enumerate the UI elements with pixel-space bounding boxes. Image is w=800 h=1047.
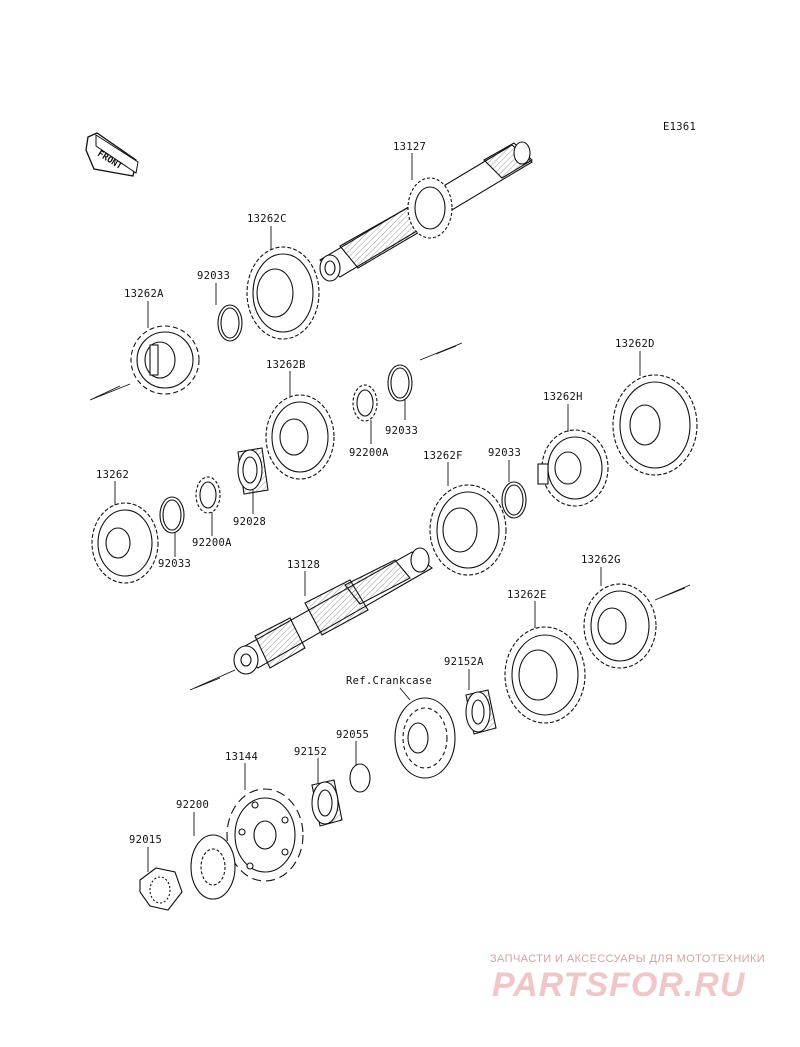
needle-bearing-92028: [237, 447, 269, 495]
part-label-13262: 13262: [96, 469, 129, 481]
washer-92200A-b: [195, 476, 221, 514]
collar-92152: [311, 779, 343, 827]
gear-13262: [91, 502, 159, 584]
reference-label: Ref.Crankcase: [346, 675, 432, 687]
part-label-13262E: 13262E: [507, 589, 547, 601]
gear-13262F: [429, 484, 507, 576]
collar-92152A: [465, 689, 497, 735]
part-label-13262B: 13262B: [266, 359, 306, 371]
circlip-92033-d: [501, 481, 527, 519]
part-label-92033: 92033: [488, 447, 521, 459]
part-label-92152A: 92152A: [444, 656, 484, 668]
circlip-92033-a: [217, 304, 243, 342]
circlip-92033-c: [159, 496, 185, 534]
gear-13262H: [537, 429, 609, 507]
part-labels: 13127 13262C 92033 13262A 13262B 92033 9…: [96, 141, 655, 846]
part-label-13262H: 13262H: [543, 391, 583, 403]
gear-13262C: [246, 246, 320, 340]
washer-92200A-a: [352, 384, 378, 422]
leader-lines: [114, 153, 641, 872]
nut-92015: [139, 867, 183, 911]
part-label-13262C: 13262C: [247, 213, 287, 225]
sprocket-13144: [226, 788, 304, 882]
watermark-subtitle: ЗАПЧАСТИ И АКСЕССУАРЫ ДЛЯ МОТОТЕХНИКИ: [490, 953, 765, 965]
watermark-brand: PARTSFOR.RU: [492, 966, 746, 1004]
part-label-13262F: 13262F: [423, 450, 463, 462]
part-label-13262D: 13262D: [615, 338, 655, 350]
gear-13262D: [612, 374, 698, 476]
diagram-code: E1361: [663, 121, 696, 133]
input-shaft-13127: [319, 141, 533, 282]
front-arrow-icon: FRONT: [85, 132, 139, 177]
o-ring-92055: [349, 763, 371, 793]
part-label-13262G: 13262G: [581, 554, 621, 566]
part-label-13262A: 13262A: [124, 288, 164, 300]
part-label-92200A: 92200A: [192, 537, 232, 549]
watermark: ЗАПЧАСТИ И АКСЕССУАРЫ ДЛЯ МОТОТЕХНИКИ PA…: [490, 953, 765, 1004]
ball-bearing-crankcase: [394, 697, 456, 779]
gear-13262A: [130, 325, 200, 395]
part-label-13127: 13127: [393, 141, 426, 153]
gear-13262E: [504, 626, 586, 724]
washer-92200: [190, 834, 236, 900]
part-label-92152: 92152: [294, 746, 327, 758]
part-label-92033: 92033: [158, 558, 191, 570]
part-label-92200A: 92200A: [349, 447, 389, 459]
output-shaft-13128: [233, 547, 433, 675]
part-label-92028: 92028: [233, 516, 266, 528]
part-label-92015: 92015: [129, 834, 162, 846]
gear-13262G: [583, 583, 657, 669]
part-label-92033: 92033: [385, 425, 418, 437]
part-label-13144: 13144: [225, 751, 258, 763]
part-label-92033: 92033: [197, 270, 230, 282]
circlip-92033-b: [387, 364, 413, 402]
gear-13262B: [265, 394, 335, 480]
part-label-92055: 92055: [336, 729, 369, 741]
part-label-92200: 92200: [176, 799, 209, 811]
part-label-13128: 13128: [287, 559, 320, 571]
axis-lines: [89, 342, 691, 691]
